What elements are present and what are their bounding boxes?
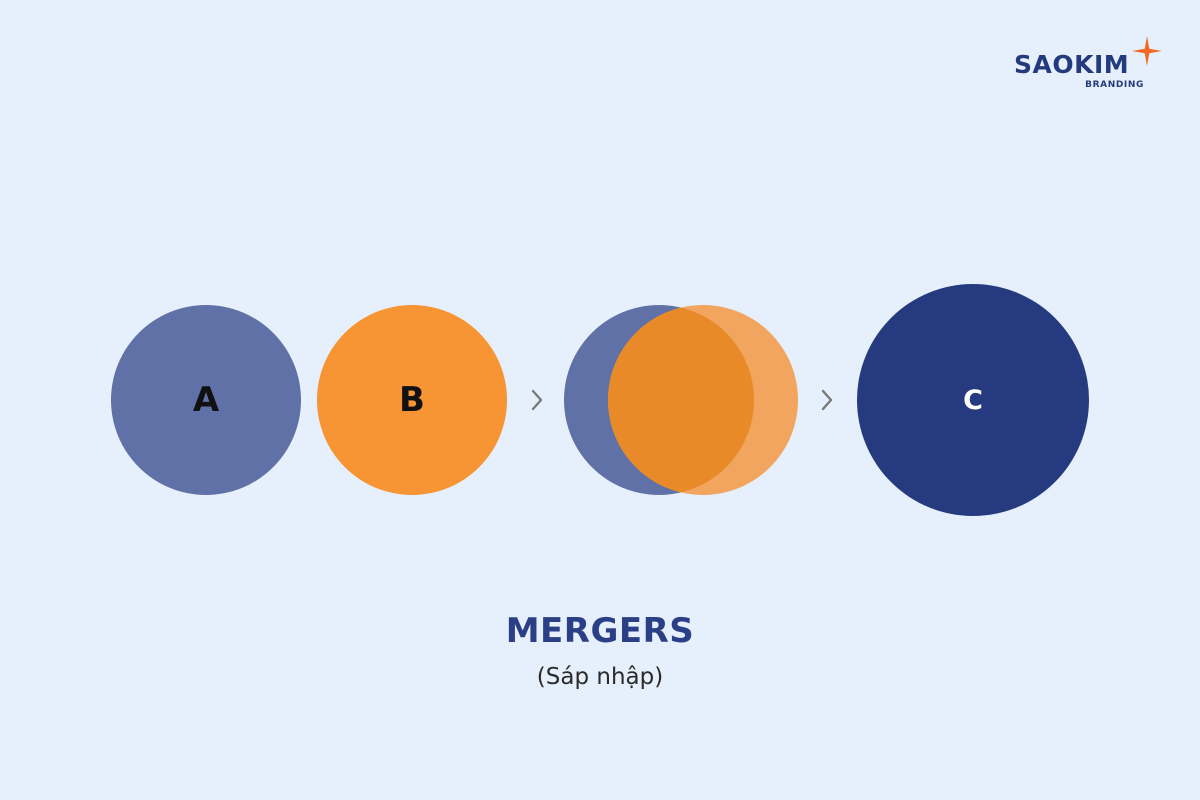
diagram-subtitle: (Sáp nhập)	[536, 664, 664, 690]
company-c-circle: C	[857, 284, 1089, 516]
merging-circles	[564, 305, 798, 495]
diagram-title: MERGERS	[505, 611, 695, 651]
company-c-label: C	[963, 384, 983, 416]
brand-name: SAOKIM	[1014, 50, 1130, 79]
chevron-right-icon	[821, 389, 833, 411]
chevron-right-icon	[531, 389, 543, 411]
brand-logo: SAOKIM BRANDING	[1014, 34, 1164, 94]
company-b-circle: B	[317, 305, 507, 495]
star-icon	[1132, 36, 1162, 66]
company-a-circle: A	[111, 305, 301, 495]
company-b-label: B	[399, 380, 425, 420]
brand-subtitle: BRANDING	[1085, 80, 1144, 90]
company-a-label: A	[192, 380, 220, 420]
